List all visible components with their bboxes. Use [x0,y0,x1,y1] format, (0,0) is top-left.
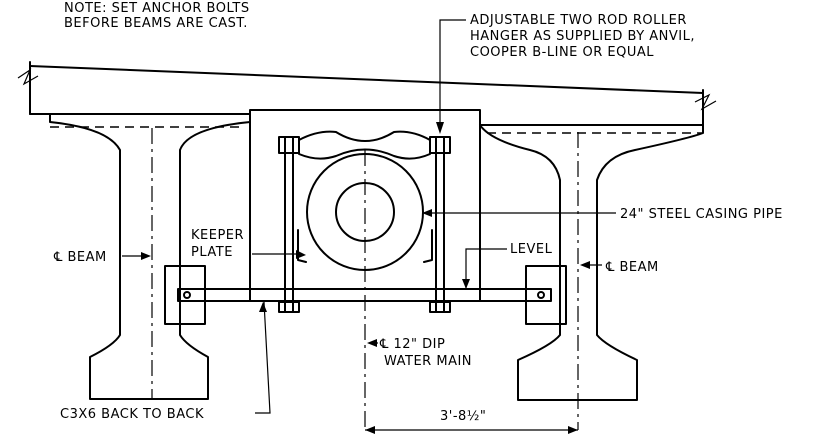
deck-slab [17,61,717,126]
water-main-label-line2: WATER MAIN [384,354,472,369]
casing-pipe-label: 24" STEEL CASING PIPE [620,207,783,222]
left-beam-label: ℄ BEAM [53,250,107,265]
right-anchor-plate [525,265,567,325]
hanger-note-line2: HANGER AS SUPPLIED BY ANVIL, [470,29,695,44]
channel-beam [177,288,552,302]
channel-label: C3X6 BACK TO BACK [60,407,204,422]
anchor-note-line2: BEFORE BEAMS ARE CAST. [64,16,248,31]
level-label: LEVEL [510,242,553,257]
left-girder [49,113,251,400]
casing-pipe [306,153,424,271]
keeper-plate-right [423,229,433,263]
leaders [122,19,616,414]
water-main-label-line1: ℄ 12" DIP [379,337,445,352]
keeper-label-line2: PLATE [191,245,233,260]
hanger-note-line1: ADJUSTABLE TWO ROD ROLLER [470,13,687,28]
right-girder [479,124,704,401]
dimension-label: 3'-8½" [440,409,486,424]
left-anchor-plate [164,265,206,325]
channel-bolt-right [537,291,545,299]
right-beam-label: ℄ BEAM [605,260,659,275]
roller [298,130,431,160]
anchor-note-line1: NOTE: SET ANCHOR BOLTS [64,1,250,16]
water-main-pipe [335,182,395,242]
keeper-plate-left [297,229,307,263]
hanger-rods [278,136,451,313]
hanger-note-line3: COOPER B-LINE OR EQUAL [470,45,654,60]
keeper-label-line1: KEEPER [191,228,244,243]
dimension-3ft-8half [365,426,578,434]
channel-bolt-left [183,291,191,299]
